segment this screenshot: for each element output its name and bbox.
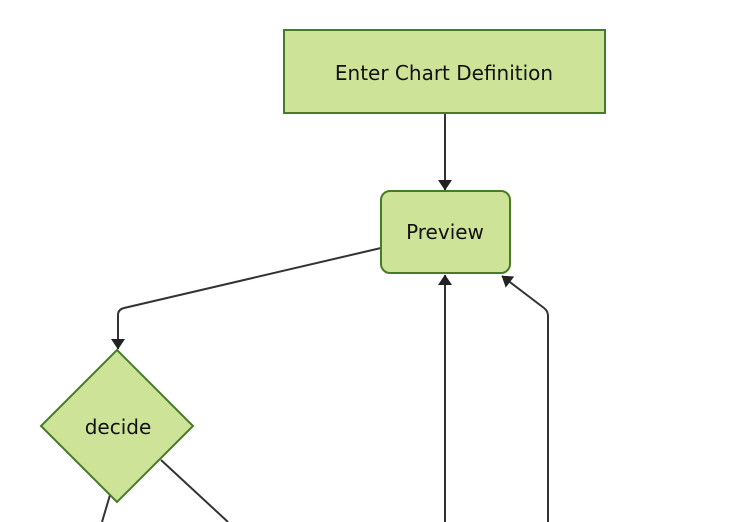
node-preview: Preview [380, 190, 511, 274]
decide-label: decide [85, 415, 152, 439]
edge-bottom-right-to-preview [501, 275, 549, 522]
edge-decide-exit-right [160, 459, 229, 522]
preview-shape [380, 190, 511, 274]
edge-preview-to-decide [111, 247, 382, 350]
node-enter-chart-definition: Enter Chart Definition [283, 29, 606, 114]
preview-label: Preview [406, 220, 484, 244]
edge-decide-exit-left [101, 494, 111, 522]
decide-shape [39, 348, 195, 504]
enter-chart-definition-shape [283, 29, 606, 114]
node-decide: decide [39, 348, 195, 504]
enter-chart-definition-label: Enter Chart Definition [335, 61, 553, 85]
